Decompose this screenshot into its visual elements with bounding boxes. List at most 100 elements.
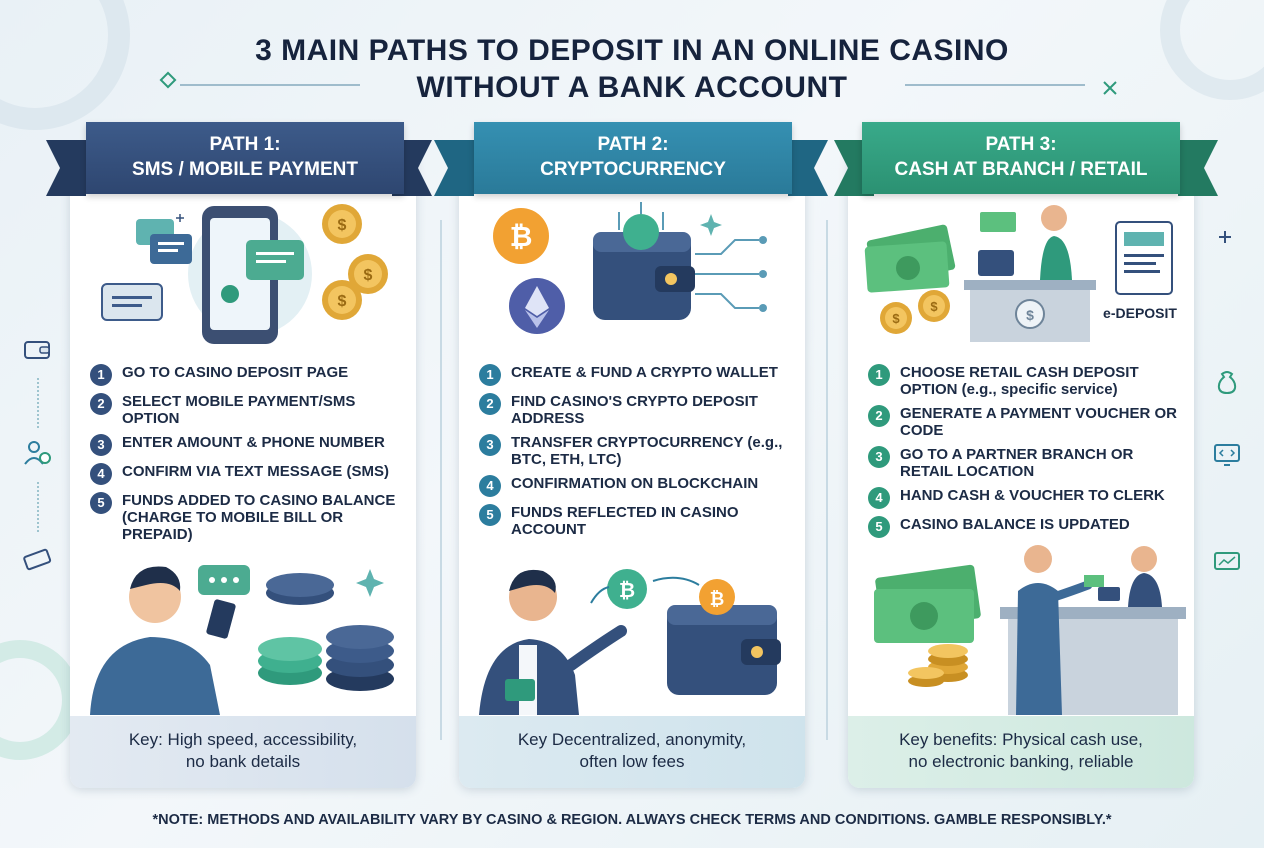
path-1-ribbon: PATH 1: SMS / MOBILE PAYMENT	[86, 122, 404, 194]
code-monitor-icon	[1214, 444, 1240, 466]
document-icon	[1115, 221, 1173, 295]
column-divider	[440, 220, 442, 740]
cash-icon	[23, 548, 52, 571]
path-2-steps: 1 CREATE & FUND A CRYPTO WALLET 2 FIND CAS…	[479, 364, 795, 545]
svg-text:$: $	[338, 217, 347, 234]
step-number: 1	[868, 364, 890, 386]
step-text: GENERATE A PAYMENT VOUCHER OR CODE	[900, 405, 1177, 439]
ribbon-tail-right	[788, 140, 828, 196]
sparkle-icon	[1103, 81, 1117, 95]
step-number: 2	[868, 405, 890, 427]
ribbon-tail-left	[46, 140, 86, 196]
ribbon-label: PATH 2:	[597, 134, 669, 155]
title-divider-right	[905, 84, 1085, 86]
bitcoin-icon: ₿	[493, 208, 549, 264]
key-line: Key benefits: Physical cash use,	[899, 730, 1143, 749]
step-text: HAND CASH & VOUCHER TO CLERK	[900, 487, 1165, 504]
ribbon-title: CASH AT BRANCH / RETAIL	[894, 159, 1148, 180]
svg-text:$: $	[1026, 307, 1034, 323]
background-decoration	[0, 640, 80, 760]
path-2-card: ₿ 1 CREATE & FUND A CRYPTO WALLET 2 FIND C…	[459, 150, 805, 788]
step-number: 1	[479, 364, 501, 386]
step-number: 3	[868, 446, 890, 468]
footnote: *NOTE: METHODS AND AVAILABILITY VARY BY …	[152, 812, 1112, 828]
step-text: CREATE & FUND A CRYPTO WALLET	[511, 364, 778, 381]
cash-icon	[864, 224, 956, 293]
title-line-2: WITHOUT A BANK ACCOUNT	[416, 71, 848, 104]
chart-monitor-icon	[1214, 552, 1240, 570]
step-text: SELECT MOBILE PAYMENT/SMS OPTION	[122, 393, 356, 427]
key-line: no bank details	[185, 752, 301, 771]
wallet-icon: ₿	[667, 579, 781, 695]
step-text: FUNDS REFLECTED IN CASINO ACCOUNT	[511, 504, 739, 538]
step-item: 4 CONFIRMATION ON BLOCKCHAIN	[479, 475, 795, 497]
title-line-1: 3 MAIN PATHS TO DEPOSIT IN AN ONLINE CAS…	[255, 34, 1009, 67]
step-number: 1	[90, 364, 112, 386]
step-item: 2 FIND CASINO'S CRYPTO DEPOSIT ADDRESS	[479, 393, 795, 427]
step-item: 2 GENERATE A PAYMENT VOUCHER OR CODE	[868, 405, 1184, 439]
user-money-icon	[24, 441, 51, 465]
coin-icon: $	[348, 254, 388, 294]
step-number: 2	[479, 393, 501, 415]
step-item: 4 HAND CASH & VOUCHER TO CLERK	[868, 487, 1184, 509]
step-item: 1 CREATE & FUND A CRYPTO WALLET	[479, 364, 795, 386]
ribbon-tail-right	[1178, 140, 1218, 196]
svg-text:$: $	[892, 311, 900, 326]
ribbon-label: PATH 1:	[209, 134, 281, 155]
step-number: 4	[479, 475, 501, 497]
path-3-ribbon: PATH 3: CASH AT BRANCH / RETAIL	[862, 122, 1180, 194]
edeposit-label: e-DEPOSIT	[1103, 305, 1177, 321]
step-text: CONFIRM VIA TEXT MESSAGE (SMS)	[122, 463, 389, 480]
svg-text:$: $	[338, 293, 347, 310]
retail-deposit-illustration: $ $ $ e-DEPOSIT	[864, 205, 1177, 342]
person-phone-illustration	[90, 565, 394, 715]
path-1-key-summary: Key: High speed, accessibility, no bank …	[70, 716, 416, 788]
step-number: 5	[479, 504, 501, 526]
casino-chips-icon	[258, 573, 394, 691]
step-text: CONFIRMATION ON BLOCKCHAIN	[511, 475, 759, 492]
coin-icon: $	[322, 204, 362, 244]
ribbon-tail-left	[434, 140, 474, 196]
coin-icon: $	[880, 302, 912, 334]
key-line: Key Decentralized, anonymity,	[517, 730, 747, 749]
dotted-connector	[37, 482, 39, 532]
coin-icon: $	[322, 280, 362, 320]
plus-icon	[1219, 231, 1231, 243]
step-number: 4	[90, 463, 112, 485]
step-number: 3	[479, 434, 501, 456]
svg-text:$: $	[364, 267, 373, 284]
step-item: 3 ENTER AMOUNT & PHONE NUMBER	[90, 434, 406, 456]
column-divider	[826, 220, 828, 740]
sparkle-icon	[159, 71, 177, 89]
step-item: 5 FUNDS REFLECTED IN CASINO ACCOUNT	[479, 504, 795, 538]
path-2-ribbon: PATH 2: CRYPTOCURRENCY	[474, 122, 792, 194]
person-crypto-transfer-illustration: ₿ ₿	[479, 569, 781, 715]
crypto-wallet-illustration: ₿	[493, 202, 767, 334]
step-text: FIND CASINO'S CRYPTO DEPOSIT ADDRESS	[511, 393, 758, 427]
step-number: 4	[868, 487, 890, 509]
wallet-icon	[24, 341, 50, 359]
step-text: ENTER AMOUNT & PHONE NUMBER	[122, 434, 385, 451]
path-2-key-summary: Key Decentralized, anonymity, often low …	[459, 716, 805, 788]
ethereum-icon	[509, 278, 565, 334]
money-bag-icon	[1217, 371, 1237, 395]
step-number: 3	[90, 434, 112, 456]
step-number: 5	[868, 516, 890, 538]
cash-icon	[874, 564, 981, 643]
coin-stack-icon	[908, 644, 968, 687]
ribbon-title: CRYPTOCURRENCY	[540, 159, 726, 180]
key-line: often low fees	[579, 752, 685, 771]
dotted-connector	[37, 378, 39, 428]
svg-text:₿: ₿	[510, 220, 533, 253]
wallet-icon	[593, 214, 695, 320]
key-line: Key: High speed, accessibility,	[128, 730, 358, 749]
step-text: FUNDS ADDED TO CASINO BALANCE (CHARGE TO…	[122, 492, 396, 543]
step-item: 4 CONFIRM VIA TEXT MESSAGE (SMS)	[90, 463, 406, 485]
